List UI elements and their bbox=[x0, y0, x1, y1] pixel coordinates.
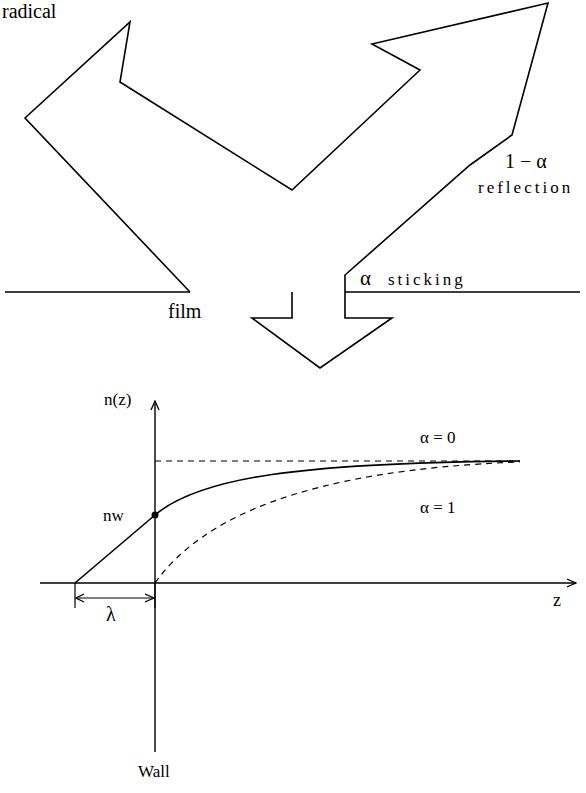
process-label: sticking bbox=[388, 270, 466, 290]
dimension-tick bbox=[154, 583, 155, 608]
curve-label: α = 1 bbox=[420, 498, 456, 518]
dimension-arrow bbox=[76, 597, 154, 598]
n-axis bbox=[154, 401, 155, 752]
point-label: nw bbox=[103, 506, 124, 526]
z-axis bbox=[40, 582, 576, 583]
curve-label: α = 0 bbox=[420, 428, 456, 448]
symbol-label: α bbox=[360, 266, 371, 290]
dimension-label: λ bbox=[106, 603, 116, 626]
process-label: reflection bbox=[478, 178, 573, 198]
dimension-tick bbox=[74, 583, 75, 608]
alpha-one-curve bbox=[155, 462, 520, 583]
wall-density-dot bbox=[152, 512, 159, 519]
flux-arrow bbox=[25, 3, 548, 292]
axis-label: n(z) bbox=[104, 390, 131, 410]
sticking-arrow bbox=[252, 292, 392, 368]
axis-label: z bbox=[553, 590, 561, 611]
region-label: film bbox=[168, 300, 201, 323]
wall-label: Wall bbox=[138, 762, 170, 782]
fraction-label: 1 − α bbox=[505, 150, 547, 173]
arrow-label: radical bbox=[2, 0, 56, 23]
density-curve bbox=[75, 461, 520, 583]
